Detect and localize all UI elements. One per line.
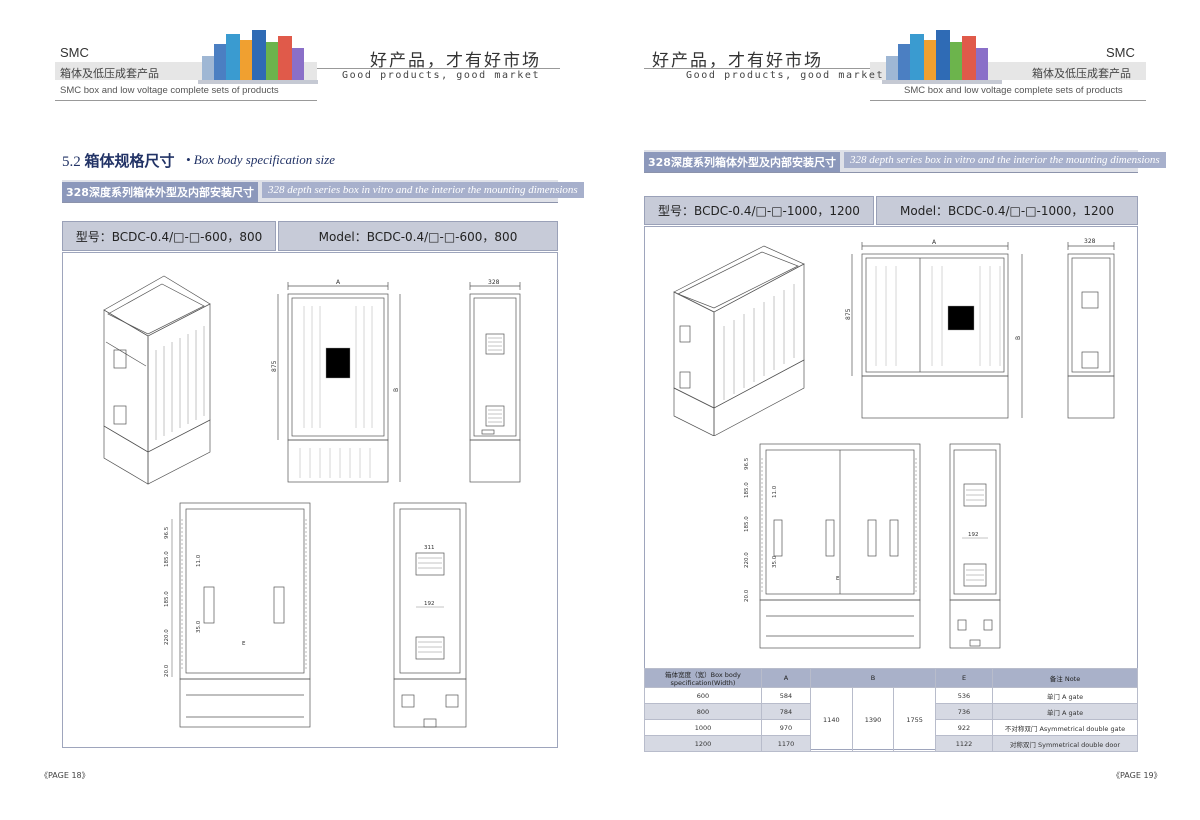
cell-a: 584: [761, 687, 811, 704]
dim-b: B: [393, 388, 400, 392]
front-view-drawing: A 875 B: [271, 279, 401, 483]
bar-title-cn: 328深度系列箱体外型及内部安装尺寸: [644, 152, 840, 172]
cell-note: 单门 A gate: [992, 687, 1138, 704]
isometric-box-drawing: [103, 275, 211, 485]
isometric-box-drawing: [673, 245, 805, 436]
model-en-cell: Model：BCDC-0.4/□-□-1000，1200: [876, 196, 1138, 225]
cell-note: 不对称双门 Asymmetrical double gate: [992, 719, 1138, 736]
city-logo: [882, 30, 1002, 84]
dim-e: E: [836, 576, 840, 582]
dim-a: A: [932, 239, 937, 246]
cell-b1: 1140: [810, 687, 853, 752]
city-logo: [198, 30, 318, 84]
dim-311: 311: [424, 545, 435, 551]
bar-title-en: 328 depth series box in vitro and the in…: [262, 182, 584, 198]
dim-96: 96.5: [744, 457, 750, 470]
brand-label: SMC: [60, 45, 89, 60]
spec-table: 箱体宽度（宽）Box body specification(Width) A B…: [644, 668, 1138, 752]
slogan-cn: 好产品，才有好市场: [370, 51, 541, 71]
table-row: 1200 1170 1122 对称双门 Symmetrical double d…: [644, 735, 1138, 752]
cell-a: 784: [761, 703, 811, 720]
brand-subtitle-en: SMC box and low voltage complete sets of…: [60, 85, 279, 96]
dim-11: 11.0: [196, 554, 202, 567]
dim-185b: 185.0: [164, 591, 170, 607]
dim-220: 220.0: [744, 552, 750, 568]
slogan-en: Good products, good market: [686, 70, 885, 81]
dim-192: 192: [968, 532, 979, 538]
interior-front-drawing: 96.5 185.0 185.0 220.0 20.0 11.0 35.0 E: [164, 502, 311, 728]
drawing-frame: [62, 252, 558, 748]
header-e: E: [935, 668, 993, 688]
dim-185b: 185.0: [744, 516, 750, 532]
slogan-cn: 好产品，才有好市场: [652, 51, 823, 71]
dim-96: 96.5: [164, 526, 170, 539]
dim-e: E: [242, 641, 246, 647]
dim-328: 328: [1084, 238, 1096, 245]
side-view-drawing: 328: [1067, 238, 1115, 419]
dim-185: 185.0: [164, 551, 170, 567]
cell-e: 1122: [935, 735, 993, 752]
cell-b2: 1390: [851, 687, 895, 752]
interior-side-drawing: 311 192: [393, 502, 467, 728]
dim-11: 11.0: [772, 485, 778, 498]
front-view-drawing: A 875 B: [845, 239, 1023, 419]
dim-192: 192: [424, 601, 435, 607]
dim-875: 875: [845, 308, 852, 320]
header-a: A: [761, 668, 811, 688]
brand-subtitle-cn: 箱体及低压成套产品: [1032, 67, 1131, 80]
header-divider-2: [644, 68, 870, 69]
model-cn-cell: 型号：BCDC-0.4/□-□-1000，1200: [644, 196, 874, 225]
cell-width: 800: [644, 703, 762, 720]
section-title: 5.2 箱体规格尺寸: [62, 150, 175, 171]
table-row: 600 584 1140 1390 1755 536 单门 A gate: [644, 687, 1138, 752]
cell-width: 600: [644, 687, 762, 704]
bar-title-en: 328 depth series box in vitro and the in…: [844, 152, 1166, 168]
dim-185: 185.0: [744, 482, 750, 498]
cell-b3: 1755: [893, 687, 936, 752]
section-number: 5.2: [62, 154, 81, 170]
cell-e: 736: [935, 703, 993, 720]
slogan-en: Good products, good market: [342, 70, 541, 81]
header-width: 箱体宽度（宽）Box body specification(Width): [644, 668, 762, 688]
side-view-drawing: 328: [469, 279, 521, 483]
cell-a: 970: [761, 719, 811, 736]
page-number: 《PAGE 19》: [1112, 771, 1162, 780]
cell-e: 922: [935, 719, 993, 736]
dim-220: 220.0: [164, 629, 170, 645]
section-title-en: • Box body specification size: [186, 152, 335, 167]
dim-b: B: [1015, 336, 1022, 340]
model-en-cell: Model：BCDC-0.4/□-□-600，800: [278, 221, 558, 251]
table-row: 800 784 736 单门 A gate: [644, 703, 1138, 720]
brand-subtitle-en: SMC box and low voltage complete sets of…: [904, 85, 1123, 96]
header-b: B: [810, 668, 936, 688]
dim-a: A: [336, 279, 341, 286]
right-page: SMC 箱体及低压成套产品 SMC box and low voltage co…: [600, 0, 1200, 820]
table-header-row: 箱体宽度（宽）Box body specification(Width) A B…: [644, 668, 1138, 688]
cell-note: 单门 A gate: [992, 703, 1138, 720]
header-note: 备注 Note: [992, 668, 1138, 688]
dim-20: 20.0: [164, 664, 170, 677]
dim-20: 20.0: [744, 589, 750, 602]
dim-35: 35.0: [196, 620, 202, 633]
section-title-cn: 箱体规格尺寸: [84, 152, 175, 170]
left-page: SMC 箱体及低压成套产品 SMC box and low voltage co…: [40, 30, 584, 780]
cell-note: 对称双门 Symmetrical double door: [992, 735, 1138, 752]
model-cn-cell: 型号：BCDC-0.4/□-□-600，800: [62, 221, 276, 251]
dim-328: 328: [488, 279, 500, 286]
cell-a: 1170: [761, 735, 811, 752]
bar-title-cn: 328深度系列箱体外型及内部安装尺寸: [62, 182, 258, 202]
cell-e: 536: [935, 687, 993, 704]
header-divider: [55, 100, 317, 101]
brand-subtitle-cn: 箱体及低压成套产品: [60, 67, 159, 80]
page-number: 《PAGE 18》: [40, 771, 90, 780]
dim-35: 35.0: [772, 555, 778, 568]
header-divider-2: [317, 68, 560, 69]
cell-width: 1200: [644, 735, 762, 752]
dim-875: 875: [271, 360, 278, 372]
header-divider: [870, 100, 1146, 101]
brand-label: SMC: [1106, 45, 1135, 60]
interior-side-drawing: 192: [949, 443, 1001, 649]
cell-width: 1000: [644, 719, 762, 736]
interior-front-drawing: 96.5 185.0 185.0 220.0 20.0 11.0 35.0 E: [744, 443, 921, 649]
